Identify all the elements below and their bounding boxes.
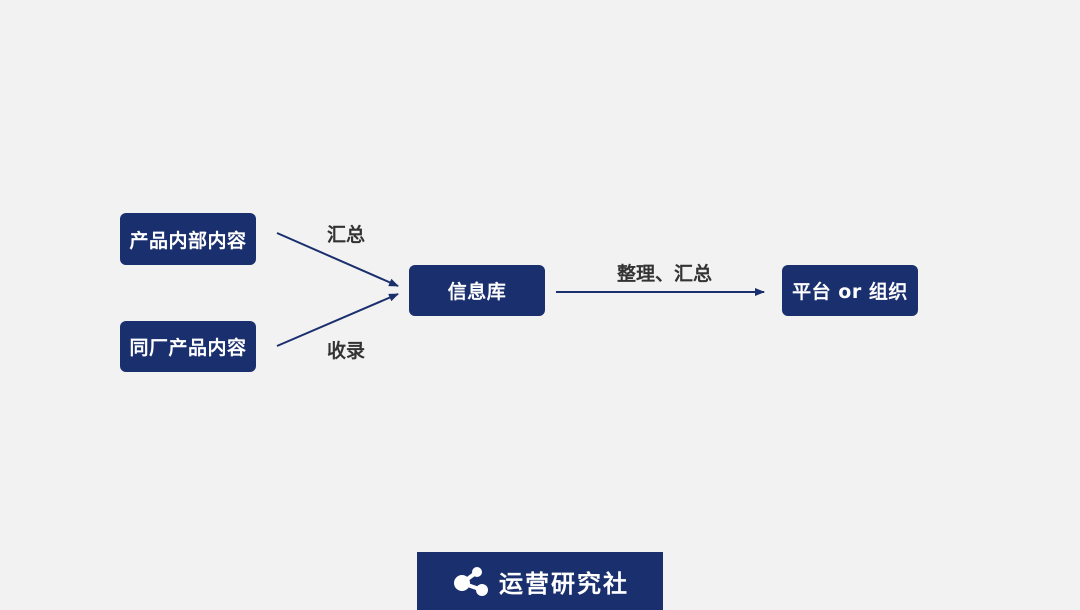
node-internal-content: 产品内部内容	[120, 213, 256, 265]
brand-logo-icon	[454, 567, 488, 596]
node-internal-content-label: 产品内部内容	[129, 229, 247, 252]
edge-internal-to-library	[276, 232, 399, 287]
edge-competitor-to-library	[276, 293, 399, 347]
node-info-library-label: 信息库	[447, 281, 507, 303]
brand-name: 运营研究社	[499, 569, 629, 598]
node-platform-or-org-label: 平台 or 组织	[792, 281, 908, 303]
node-competitor-content-label: 同厂产品内容	[129, 337, 247, 359]
edge-label-organize-summarize: 整理、汇总	[617, 263, 713, 285]
edge-label-collect: 收录	[327, 340, 366, 362]
node-platform-or-org: 平台 or 组织	[782, 265, 918, 316]
node-competitor-content: 同厂产品内容	[120, 321, 256, 372]
node-info-library: 信息库	[409, 265, 545, 316]
brand-footer: 运营研究社	[417, 552, 663, 610]
edge-label-summarize: 汇总	[327, 224, 366, 246]
